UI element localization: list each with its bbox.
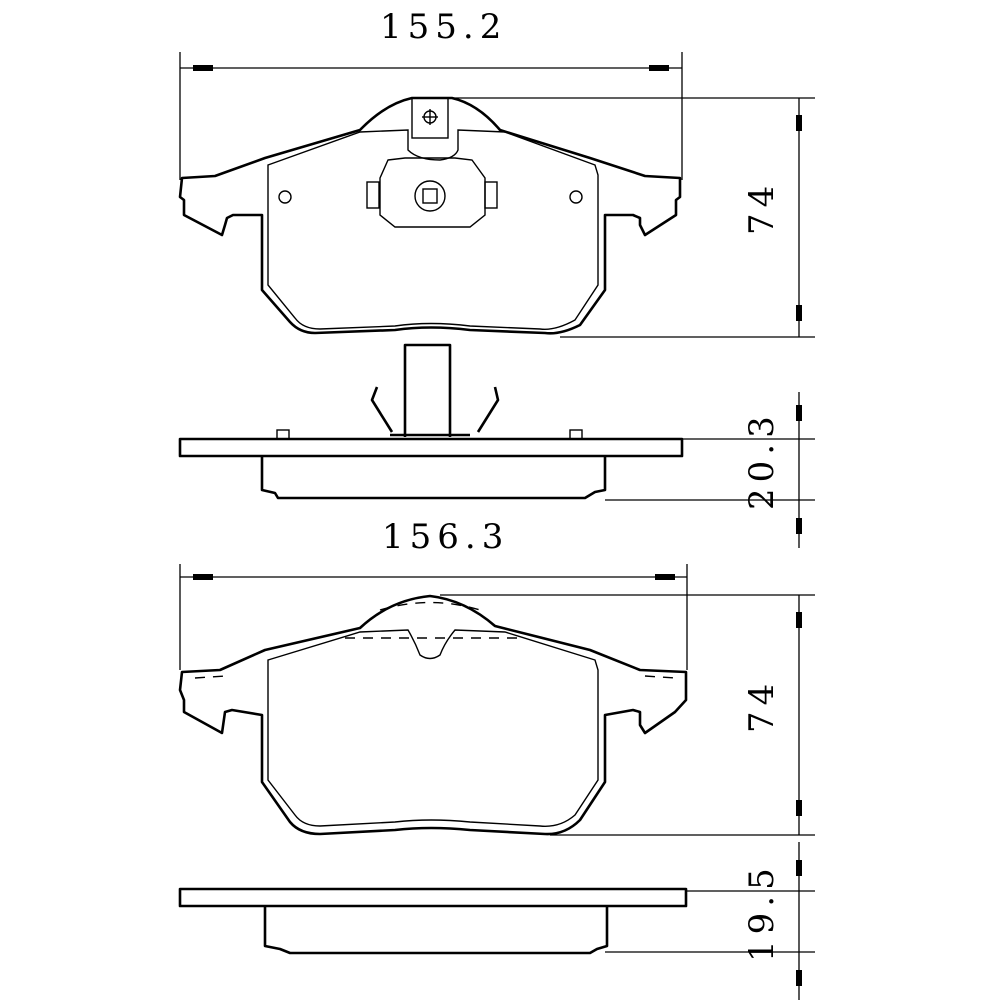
pad-1-backing-plate (178, 96, 682, 335)
pad-1-retaining-clip (366, 97, 498, 228)
pad-1-width-dimension: 155.2 (179, 7, 683, 180)
pad-1-height-dimension: 74 (412, 97, 815, 338)
pad-1-height-label: 74 (742, 180, 782, 235)
pad-1-front-view: 155.2 74 (178, 7, 815, 338)
pad-2-width-dimension: 156.3 (179, 517, 688, 670)
pad-2-friction-material (267, 629, 599, 827)
pad-2-backing-plate (178, 594, 688, 836)
pad-1-side-view: 20.3 (178, 343, 815, 548)
pad-1-thickness-dimension: 20.3 (605, 392, 815, 548)
pad-1-hole-left (278, 190, 292, 204)
pad-2-thickness-label: 19.5 (742, 862, 782, 962)
pad-2-width-label: 156.3 (382, 517, 509, 557)
pad-2-front-view: 156.3 74 (178, 517, 815, 836)
pad-2-side-friction (263, 906, 609, 955)
pad-1-side-friction (260, 456, 607, 500)
pad-2-thickness-dimension: 19.5 (605, 842, 815, 1000)
pad-2-side-view: 19.5 (178, 842, 815, 1000)
pad-2-height-dimension: 74 (440, 594, 815, 836)
pad-1-friction-material (267, 129, 599, 330)
pad-2-side-backing-plate (178, 887, 688, 908)
pad-1-side-backing-plate (178, 437, 684, 458)
pad-1-thickness-label: 20.3 (742, 410, 782, 510)
pad-2-height-label: 74 (742, 678, 782, 733)
pad-1-width-label: 155.2 (380, 7, 507, 47)
pad-1-side-clip (370, 343, 500, 437)
pad-1-hole-right (569, 190, 583, 204)
